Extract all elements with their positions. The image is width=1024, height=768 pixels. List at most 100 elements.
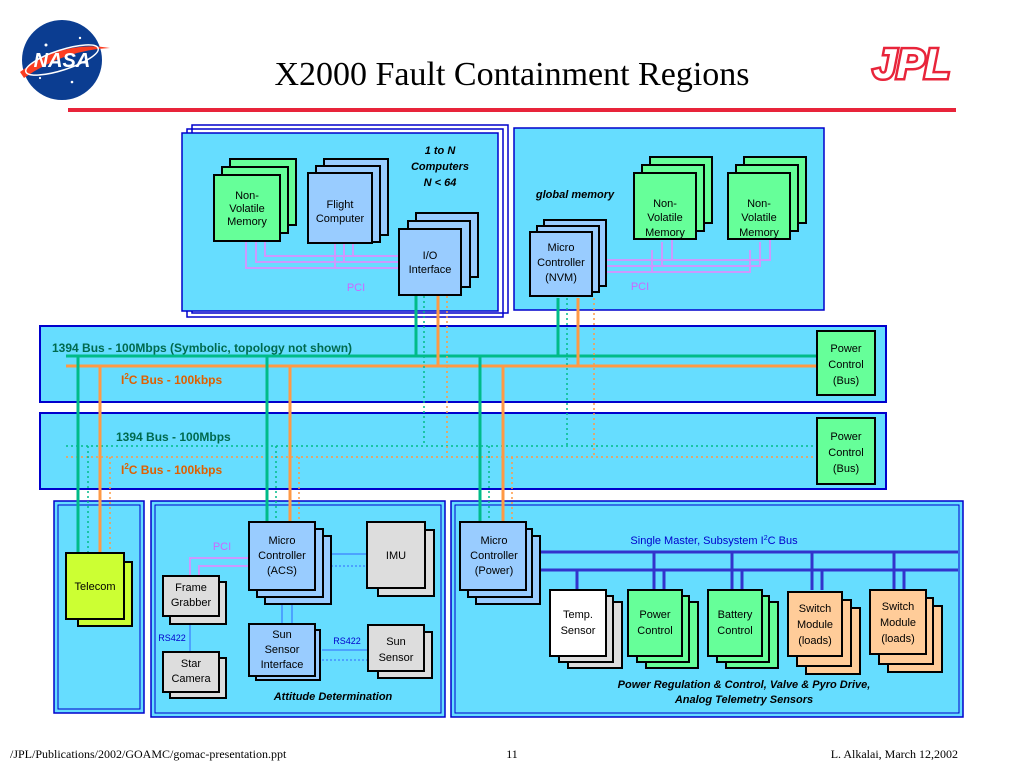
nvm-computers-line1: Non- [235, 190, 259, 202]
slide-title: X2000 Fault Containment Regions [274, 56, 750, 93]
mc-acs-line3: (ACS) [267, 565, 297, 577]
mc-power-line1: Micro [481, 535, 508, 547]
pci-label-attitude: PCI [213, 541, 231, 553]
nvm-global-stack-1: Non- Volatile Memory [633, 156, 713, 240]
bus-i2c-upper-sup: 2 [124, 372, 129, 381]
sun-if-line2: Sensor [265, 644, 300, 656]
mc-acs-stack: Micro Controller (ACS) [248, 521, 332, 605]
bus-1394-upper-label: 1394 Bus - 100Mbps (Symbolic, topology n… [52, 341, 352, 355]
frame-grabber-line1: Frame [175, 582, 207, 594]
battery-control-line2: Control [717, 625, 752, 637]
lower-bus-region [39, 412, 887, 490]
temp-sensor-stack: Temp. Sensor [549, 589, 623, 669]
power-control-lower-line1: Power [830, 431, 862, 443]
bus-i2c-upper-label: I2C Bus - 100kbps [121, 372, 222, 387]
global-memory-label: global memory [535, 189, 615, 201]
bus-i2c-lower-label: I2C Bus - 100kbps [121, 462, 222, 477]
imu-label: IMU [386, 550, 406, 562]
power-control-upper-line2: Control [828, 359, 863, 371]
jpl-logo-text: JPL [873, 40, 950, 87]
mc-power-stack: Micro Controller (Power) [459, 521, 541, 605]
switch-module-stack-1: Switch Module (loads) [787, 591, 861, 675]
nvm-global1-line1: Non- [653, 198, 677, 210]
bus-i2c-lower-prefix: I [121, 463, 124, 477]
io-interface-line1: I/O [423, 250, 438, 262]
attitude-wiring [189, 553, 368, 661]
mc-power-line3: (Power) [475, 565, 514, 577]
battery-control-line1: Battery [718, 609, 753, 621]
sun-sensor-stack: Sun Sensor [367, 624, 433, 679]
nvm-global2-line3: Memory [739, 227, 779, 239]
nvm-computers-stack: Non- Volatile Memory [213, 158, 297, 242]
star-camera-line1: Star [181, 658, 202, 670]
upper-bus-region [39, 325, 887, 403]
mc-nvm-line1: Micro [548, 242, 575, 254]
switch2-line1: Switch [882, 601, 914, 613]
jpl-logo: JPL [870, 38, 952, 90]
switch1-line1: Switch [799, 603, 831, 615]
flight-computer-line1: Flight [327, 199, 354, 211]
mc-acs-line2: Controller [258, 550, 306, 562]
mc-nvm-line3: (NVM) [545, 272, 577, 284]
power-control-upper-line3: (Bus) [833, 375, 859, 387]
nasa-logo-text: NASA [34, 50, 91, 72]
power-i2c-bus [536, 550, 958, 590]
power-control-lower-line2: Control [828, 447, 863, 459]
footer-path: /JPL/Publications/2002/GOAMC/gomac-prese… [10, 747, 287, 761]
footer-page-number: 11 [506, 747, 518, 761]
computers-count-line3: N < 64 [424, 177, 457, 189]
computers-count-line2: Computers [411, 161, 469, 173]
pci-label-computers: PCI [347, 282, 365, 294]
power-caption-line1: Power Regulation & Control, Valve & Pyro… [618, 679, 871, 691]
power-bus-label-prefix: Single Master, Subsystem I [630, 535, 763, 547]
battery-control-stack: Battery Control [707, 589, 779, 669]
sun-if-line1: Sun [272, 629, 292, 641]
title-rule [68, 108, 956, 112]
frame-grabber-line2: Grabber [171, 597, 212, 609]
power-bus-label-sup: 2 [764, 535, 768, 542]
telecom-stack: Telecom [65, 552, 133, 627]
power-control-upper: Power Control (Bus) [816, 330, 876, 396]
nvm-global2-line1: Non- [747, 198, 771, 210]
vertical-connections [76, 296, 595, 553]
bus-i2c-upper-prefix: I [121, 373, 124, 387]
temp-sensor-line1: Temp. [563, 609, 593, 621]
computers-count-note: 1 to N Computers N < 64 [411, 145, 469, 189]
nvm-computers-line2: Volatile [229, 203, 264, 215]
sun-sensor-interface-stack: Sun Sensor Interface [248, 623, 321, 681]
nasa-logo: NASA [20, 20, 110, 100]
mc-nvm-line2: Controller [537, 257, 585, 269]
attitude-caption: Attitude Determination [273, 691, 393, 703]
power-caption-line2: Analog Telemetry Sensors [674, 694, 813, 706]
io-interface-stack: I/O Interface [398, 212, 479, 296]
bus-1394-lower-label: 1394 Bus - 100Mbps [116, 430, 231, 444]
power-bus-label: Single Master, Subsystem I2C Bus [630, 535, 798, 547]
bus-i2c-upper-suffix: C Bus - 100kbps [129, 373, 223, 387]
power-control-line1: Power [639, 609, 671, 621]
temp-sensor-line2: Sensor [561, 625, 596, 637]
io-interface-line2: Interface [409, 264, 452, 276]
switch-module-stack-2: Switch Module (loads) [869, 589, 943, 673]
frame-grabber-stack: Frame Grabber [162, 575, 227, 625]
pci-label-global: PCI [631, 281, 649, 293]
rs422-left-label: RS422 [158, 633, 186, 643]
flight-computer-line2: Computer [316, 213, 365, 225]
switch2-line3: (loads) [881, 633, 915, 645]
power-control-lower-line3: (Bus) [833, 463, 859, 475]
imu-stack: IMU [366, 521, 435, 597]
mc-power-line2: Controller [470, 550, 518, 562]
power-control-stack: Power Control [627, 589, 699, 669]
bus-i2c-lower-suffix: C Bus - 100kbps [129, 463, 223, 477]
nvm-computers-line3: Memory [227, 216, 267, 228]
nvm-global1-line2: Volatile [647, 212, 682, 224]
power-control-upper-line1: Power [830, 343, 862, 355]
star-camera-line2: Camera [171, 673, 211, 685]
sun-sensor-line2: Sensor [379, 652, 414, 664]
switch1-line2: Module [797, 619, 833, 631]
mc-nvm-stack: Micro Controller (NVM) [529, 219, 607, 297]
computers-count-line1: 1 to N [425, 145, 457, 157]
footer-author-date: L. Alkalai, March 12,2002 [830, 747, 958, 761]
switch2-line2: Module [880, 617, 916, 629]
power-control-lower: Power Control (Bus) [816, 417, 876, 485]
star-camera-stack: Star Camera [162, 651, 227, 699]
